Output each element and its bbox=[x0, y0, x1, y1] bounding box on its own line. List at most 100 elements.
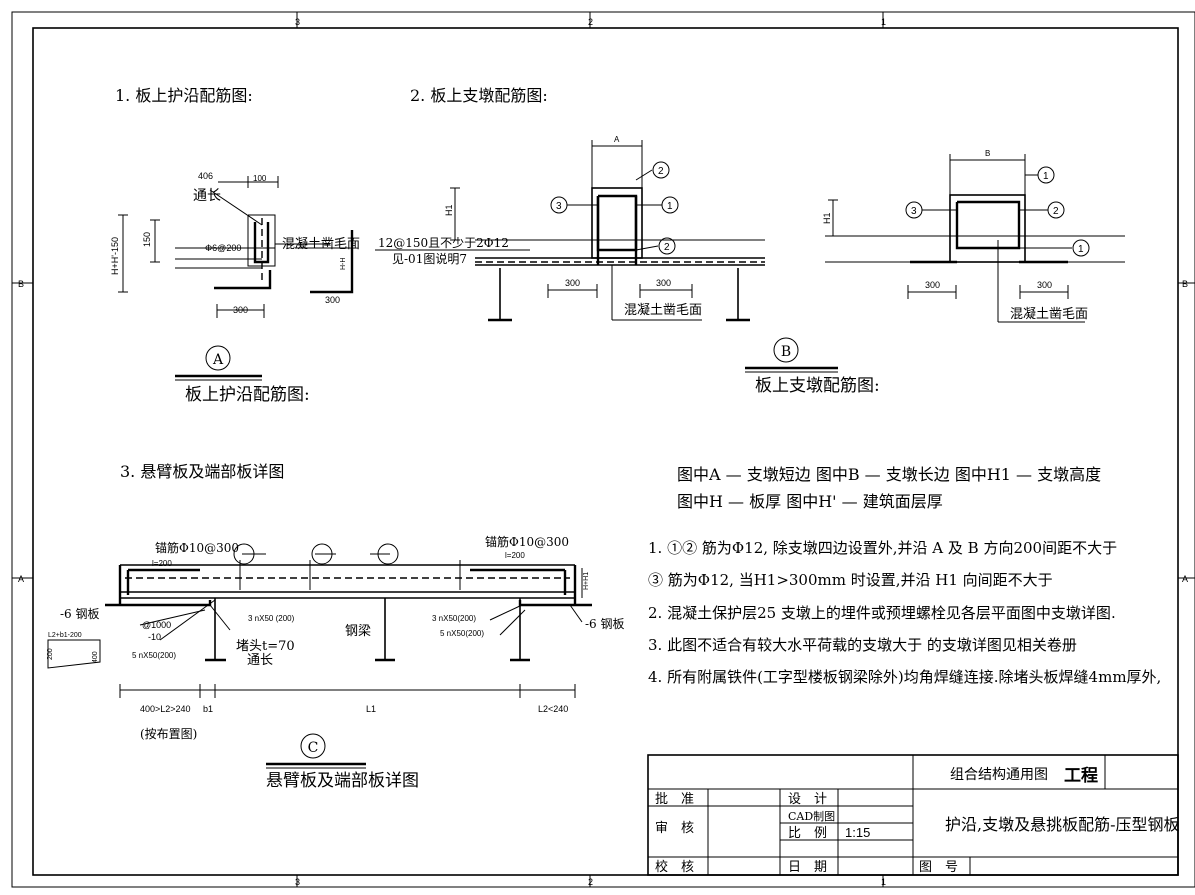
dim-400: 400>L2>240 bbox=[140, 704, 191, 714]
h-dim: H+H1 bbox=[583, 572, 590, 590]
support-pier-b bbox=[825, 154, 1125, 323]
legend-line2: 图中H — 板厚 图中H' — 建筑面层厚 bbox=[677, 492, 943, 511]
tb-check: 校 核 bbox=[655, 859, 694, 875]
marker-label: 3 bbox=[911, 206, 917, 217]
dim-300-b1: 300 bbox=[925, 280, 940, 290]
label-roughened: 混凝土凿毛面 bbox=[282, 236, 360, 252]
label-rebar: Φ6@200 bbox=[205, 243, 241, 253]
row-label: B bbox=[1182, 279, 1188, 289]
marker-3-b bbox=[905, 201, 923, 219]
dim-hh: H-H bbox=[340, 258, 347, 270]
dim-300-a2: 300 bbox=[656, 278, 671, 288]
section1-detail bbox=[118, 176, 354, 318]
label-end-plate: 堵头t=70 bbox=[236, 639, 295, 654]
l-right: l=200 bbox=[505, 551, 525, 560]
label-beam: 钢梁 bbox=[345, 624, 371, 639]
section3-heading: 3. 悬臂板及端部板详图 bbox=[120, 462, 284, 481]
label-roughened-a: 混凝土凿毛面 bbox=[624, 302, 702, 318]
badge-c-circle bbox=[300, 733, 326, 759]
dim-h-total: H+H'-150 bbox=[110, 237, 120, 275]
weld1: 3 nX50 (200) bbox=[248, 614, 295, 623]
badge-c: C bbox=[308, 740, 319, 756]
note-ref: 见-01图说明7 bbox=[392, 251, 467, 266]
tb-date: 日 期 bbox=[788, 860, 827, 875]
badge-b: B bbox=[781, 344, 791, 360]
note-4: 4. 所有附属铁件(工字型楼板钢梁除外)均角焊缝连接.除堵头板焊缝4mm厚外, bbox=[648, 668, 1161, 686]
note-2: 2. 混凝土保护层25 支墩上的埋件或预埋螺栓见各层平面图中支墩详图. bbox=[648, 604, 1116, 622]
marker-1-a bbox=[661, 196, 679, 214]
marker-2-a-lower bbox=[658, 237, 676, 255]
col-label: 2 bbox=[588, 877, 593, 887]
layout-note: (按布置图) bbox=[140, 727, 197, 741]
plate-left: -6 钢板 bbox=[60, 607, 100, 621]
dim-300a: 300 bbox=[233, 305, 248, 315]
marker-label: 1 bbox=[667, 201, 673, 212]
tb-drawing-no: 图 号 bbox=[919, 860, 958, 875]
project-label: 组合结构通用图 bbox=[950, 767, 1048, 783]
marker-blank bbox=[233, 543, 255, 565]
marker-label: 3 bbox=[556, 201, 562, 212]
anchor-right: 锚筋Φ10@300 bbox=[485, 534, 569, 549]
weld4: 5 nX50(200) bbox=[440, 629, 484, 638]
weld3: 3 nX50(200) bbox=[432, 614, 476, 623]
col-label: 1 bbox=[881, 877, 886, 887]
dim-100: 100 bbox=[253, 174, 267, 183]
marker-label: 2 bbox=[1053, 206, 1059, 217]
marker-blank bbox=[377, 543, 399, 565]
section1-caption: 板上护沿配筋图: bbox=[185, 385, 310, 405]
note-3: 3. 此图不适合有较大水平荷载的支墩大于 的支墩详图见相关卷册 bbox=[648, 636, 1077, 654]
title-block bbox=[647, 754, 1179, 876]
col-label: 2 bbox=[588, 17, 593, 27]
legend-line1: 图中A — 支墩短边 图中B — 支墩长边 图中H1 — 支墩高度 bbox=[677, 465, 1101, 484]
marker-2-a bbox=[652, 161, 670, 179]
dim-l1: L1 bbox=[366, 704, 376, 714]
label-through-c: 通长 bbox=[247, 653, 273, 668]
dim-b1: b1 bbox=[203, 704, 213, 714]
row-label: A bbox=[1182, 574, 1188, 584]
dim-a: A bbox=[614, 135, 620, 144]
marker-label: 2 bbox=[658, 166, 664, 177]
tb-review: 审 核 bbox=[655, 821, 694, 836]
badge-a: A bbox=[212, 352, 224, 368]
col-label: 3 bbox=[295, 17, 300, 27]
label-roughened-b: 混凝土凿毛面 bbox=[1010, 306, 1088, 322]
dim-l2: L2<240 bbox=[538, 704, 568, 714]
note-1b: ③ 筋为Φ12, 当H1>300mm 时设置,并沿 H1 向间距不大于 bbox=[648, 571, 1053, 589]
weld2: 5 nX50(200) bbox=[132, 651, 176, 660]
note-rebar: 12@150且不少于2Φ12 bbox=[378, 236, 509, 250]
dim-b: B bbox=[985, 149, 990, 158]
l2-box: L2+b1-200 bbox=[48, 632, 82, 639]
dim-h1-a: H1 bbox=[444, 204, 454, 216]
col-label: 3 bbox=[295, 877, 300, 887]
dim-300-b2: 300 bbox=[1037, 280, 1052, 290]
anchor-left: 锚筋Φ10@300 bbox=[155, 540, 239, 555]
marker-blank bbox=[311, 543, 333, 565]
inner-frame bbox=[32, 27, 1179, 876]
marker-label: 2 bbox=[664, 242, 670, 253]
support-pier-a bbox=[375, 140, 765, 322]
tb-approve: 批 准 bbox=[655, 792, 694, 807]
dim-h1-b: H1 bbox=[822, 212, 832, 224]
marker-1-b bbox=[1037, 166, 1055, 184]
tb-design: 设 计 bbox=[788, 792, 827, 807]
tb-cad: CAD制图 bbox=[788, 810, 835, 823]
marker-1-b-lower bbox=[1072, 239, 1090, 257]
dim-150: 150 bbox=[142, 232, 152, 247]
cantilever-detail bbox=[47, 553, 592, 698]
label-spacing: @1000 bbox=[142, 620, 171, 630]
plate-right: -6 钢板 bbox=[585, 617, 625, 631]
marker-label: 1 bbox=[1043, 171, 1049, 182]
marker-label: 1 bbox=[1078, 244, 1084, 255]
note-1: 1. ①② 筋为Φ12, 除支墩四边设置外,并沿 A 及 B 方向200间距不大… bbox=[648, 539, 1117, 557]
l-left: l=200 bbox=[152, 559, 172, 568]
badge-b-circle bbox=[773, 337, 799, 363]
dim-300b: 300 bbox=[325, 295, 340, 305]
col-label: 1 bbox=[881, 17, 886, 27]
side-200: 200 bbox=[47, 648, 54, 660]
section2-caption: 板上支墩配筋图: bbox=[755, 376, 880, 396]
marker-2-b bbox=[1047, 201, 1065, 219]
tb-scale-value: 1:15 bbox=[845, 825, 870, 840]
tb-scale: 比 例 bbox=[788, 826, 827, 841]
row-label: A bbox=[18, 574, 24, 584]
